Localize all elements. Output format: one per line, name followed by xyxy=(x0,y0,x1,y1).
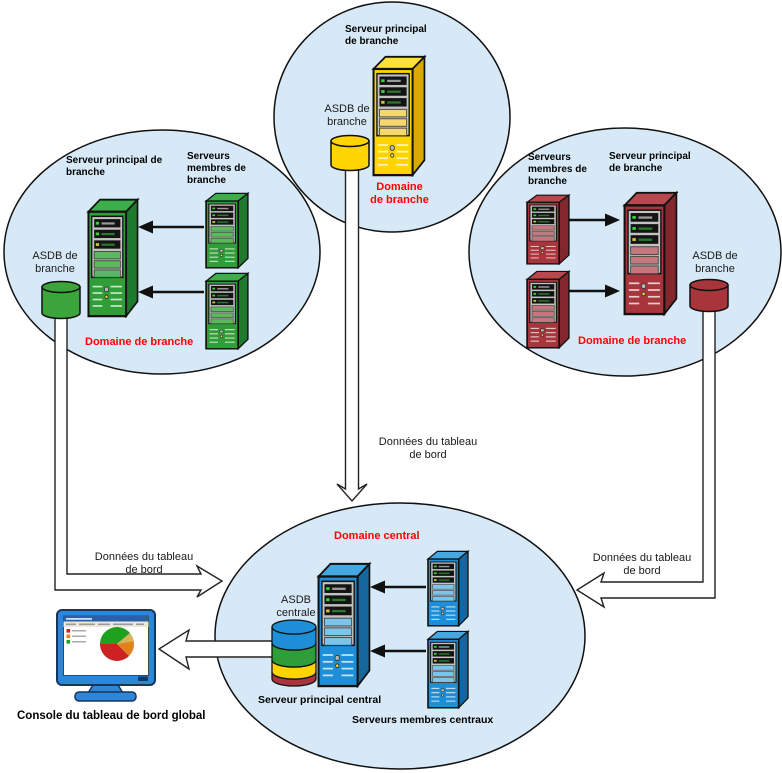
central-domain-ellipse xyxy=(214,502,586,770)
central-principal-server xyxy=(317,562,371,688)
monitor-stand-base xyxy=(74,691,137,702)
flow-pipe-top-to-central xyxy=(336,167,368,503)
window-title-bar xyxy=(63,616,149,622)
asdb-branch-right-db xyxy=(689,278,729,313)
branch-top-principal-server xyxy=(372,55,426,177)
branch-left-member-server-1 xyxy=(205,192,249,269)
central-principal-label: Serveur principal central xyxy=(258,694,382,706)
dashboard-legend xyxy=(66,629,86,644)
branch-right-asdb-label: ASDB de branche xyxy=(692,250,738,275)
asdb-branch-left-db xyxy=(41,280,81,320)
central-member-server-2 xyxy=(427,630,469,709)
central-member-server-1 xyxy=(427,550,469,627)
central-asdb-label: ASDB centrale xyxy=(276,594,316,619)
branch-left-members-label: Serveurs membres de branche xyxy=(187,151,246,187)
global-dashboard-console xyxy=(56,609,156,702)
asdb-central-db xyxy=(271,619,317,687)
flow-pipe-right-to-central xyxy=(575,309,716,609)
member-server-arrows xyxy=(138,213,620,658)
flow-label-right: Données du tableau de bord xyxy=(592,552,692,577)
branch-right-member-server-2 xyxy=(526,270,570,349)
branch-left-domain-label: Domaine de branche xyxy=(85,336,194,348)
branch-right-member-server-1 xyxy=(526,194,570,265)
branch-right-domain-label: Domaine de branche xyxy=(578,335,687,347)
central-members-label: Serveurs membres centraux xyxy=(352,714,494,726)
branch-left-member-server-2 xyxy=(205,272,249,350)
branch-left-principal-label: Serveur principal de branche xyxy=(66,155,163,179)
central-domain-label: Domaine central xyxy=(334,530,420,542)
flow-pipe-left-to-central xyxy=(54,313,224,598)
console-label: Console du tableau de bord global xyxy=(17,710,206,722)
branch-right-members-label: Serveurs membres de branche xyxy=(528,152,587,188)
branch-right-principal-label: Serveur principal de branche xyxy=(609,151,691,175)
flow-label-left: Données du tableau de bord xyxy=(94,551,194,576)
branch-right-principal-server xyxy=(623,191,678,316)
branch-left-asdb-label: ASDB de branche xyxy=(32,250,78,275)
branch-top-principal-label: Serveur principal de branche xyxy=(345,24,427,48)
branch-top-domain-label: Domaine de branche xyxy=(370,181,429,207)
branch-left-principal-server xyxy=(87,198,139,318)
asdb-branch-top-db xyxy=(330,134,370,172)
monitor-power-button xyxy=(138,676,148,681)
dashboard-pie-chart xyxy=(100,627,134,661)
flow-label-top: Données du tableau de bord xyxy=(378,436,478,461)
branch-top-asdb-label: ASDB de branche xyxy=(324,103,370,128)
